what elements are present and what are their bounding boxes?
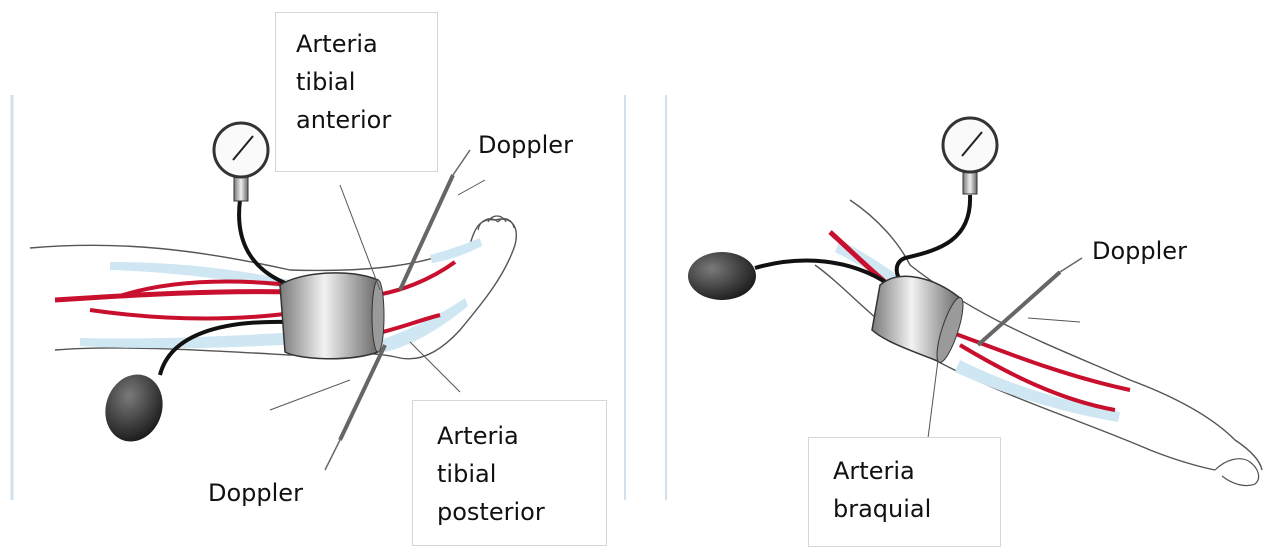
leg-artery-lower xyxy=(90,310,300,319)
arm-doppler-probe xyxy=(978,272,1060,345)
doppler-leg-top-label: Doppler xyxy=(478,126,573,164)
arm-gauge-tube xyxy=(897,195,970,280)
braquial-label-line2: braquial xyxy=(833,490,1000,528)
hand-outline xyxy=(1215,459,1259,486)
arm-doppler-probe-cable xyxy=(1060,258,1082,272)
forearm-vein-shading xyxy=(955,360,1120,422)
arm-doppler-leader xyxy=(1028,318,1080,322)
braquial-label-line1: Arteria xyxy=(833,452,1000,490)
gauge-tube xyxy=(239,200,290,285)
doppler-probe-top-cable xyxy=(453,150,470,175)
doppler-probe-bottom-cable xyxy=(325,440,340,470)
arm-bulb xyxy=(688,252,756,300)
ankle-vein-shading xyxy=(380,298,468,352)
leg-cuff-edge xyxy=(372,280,384,352)
tibial-anterior-label-box: Arteria tibial anterior xyxy=(275,12,438,172)
tibial-anterior-label-line2: tibial xyxy=(296,63,437,101)
tibial-posterior-label-line1: Arteria xyxy=(437,417,606,455)
doppler-probe-bottom xyxy=(340,345,385,440)
braquial-leader xyxy=(928,360,938,438)
leg-cuff xyxy=(280,273,378,359)
foot-vein-shading xyxy=(430,238,482,263)
doppler-top-leader xyxy=(458,180,485,195)
leg-bulb xyxy=(97,367,171,449)
forearm-artery-upper xyxy=(945,330,1130,390)
doppler-bottom-leader xyxy=(270,380,350,410)
doppler-leg-bottom-label: Doppler xyxy=(208,474,303,512)
doppler-probe-top xyxy=(400,175,453,290)
tibial-anterior-label-line3: anterior xyxy=(296,101,437,139)
tibial-posterior-leader xyxy=(410,342,460,392)
bulb-tube xyxy=(160,322,290,375)
tibial-posterior-label-line3: posterior xyxy=(437,493,606,531)
doppler-arm-label: Doppler xyxy=(1092,232,1187,270)
toes-outline xyxy=(478,216,514,230)
tibial-posterior-label-line2: tibial xyxy=(437,455,606,493)
tibial-anterior-label-line1: Arteria xyxy=(296,25,437,63)
leg-gauge-stem xyxy=(234,175,248,201)
brachial-artery xyxy=(830,232,885,282)
arm-illustration xyxy=(688,118,1262,486)
leg-artery-main xyxy=(55,292,300,300)
braquial-label-box: Arteria braquial xyxy=(808,437,1001,547)
tibial-posterior-label-box: Arteria tibial posterior xyxy=(412,400,607,546)
